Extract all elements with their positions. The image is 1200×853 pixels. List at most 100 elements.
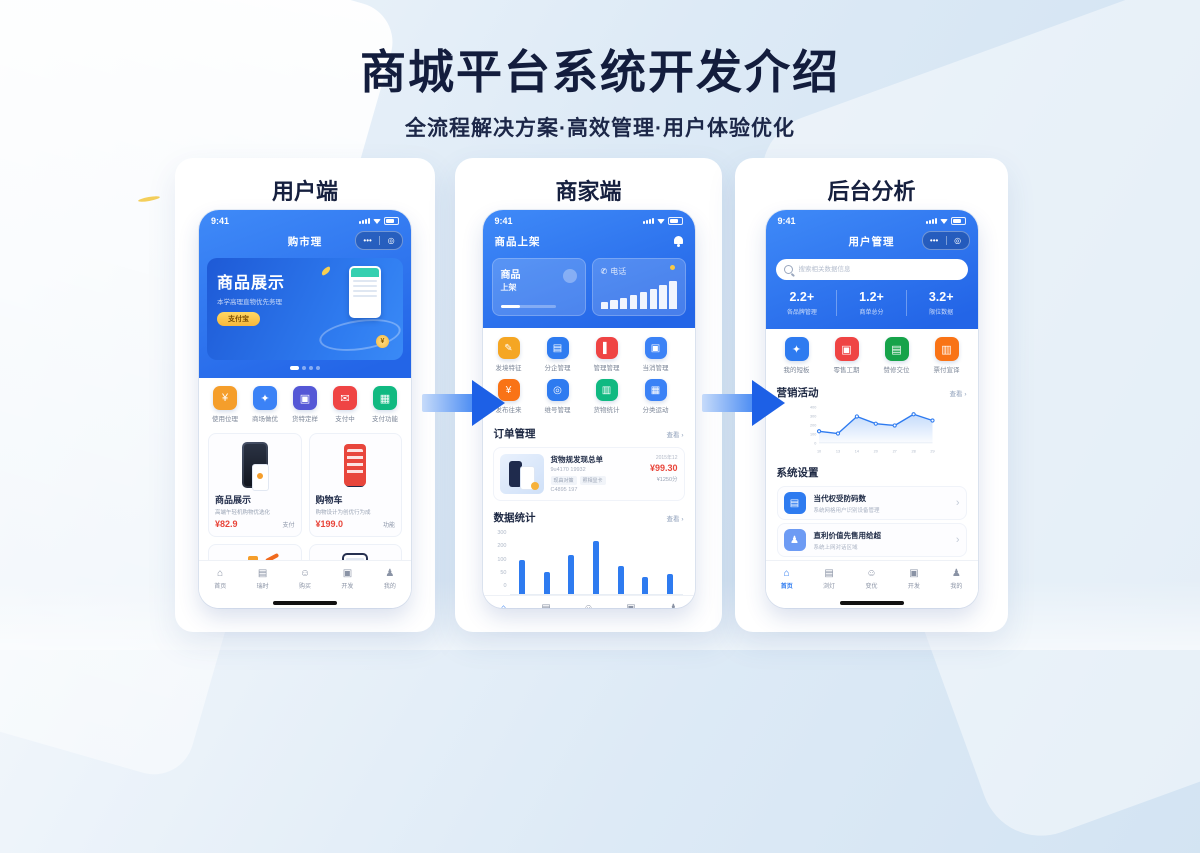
circle-decoration (562, 269, 577, 283)
product-card[interactable]: 购物车 购物设计为创优行为成 ¥199.0 功能 (308, 433, 402, 537)
miniprogram-capsule[interactable]: ••• ◎ (921, 231, 970, 250)
kpi-label: 商单总分 (859, 310, 884, 316)
quick-entry[interactable]: ▣ 零售工期 (829, 337, 865, 374)
signal-icon (359, 218, 370, 224)
phone2-content: ✎ 发境特征 ▤ 分企管理 ▌ 管理管理 ▣ 当消管理 ¥ 发布往来 ◎ 维号管… (482, 328, 695, 608)
carousel-dots[interactable] (199, 360, 411, 378)
stock-icon[interactable]: ▥ (595, 379, 618, 401)
quick-entry[interactable]: ▣ 货特定样 (287, 386, 323, 423)
tab-item[interactable]: ⌂ 首页 (199, 561, 241, 597)
target-icon[interactable]: ◎ (546, 379, 569, 401)
tab-item[interactable]: ☺ 购买 (284, 561, 326, 597)
quick-entry-label: 分企管理 (544, 365, 571, 372)
tab-icon: ☺ (299, 567, 311, 579)
quick-entry[interactable]: ▌ 管理管理 (589, 337, 625, 372)
tab-item[interactable]: ▣ 开发 (893, 561, 935, 597)
capsule-dots-icon[interactable]: ••• (363, 236, 372, 245)
chevron-right-icon: › (955, 497, 960, 509)
tab-item[interactable]: ▣ 开发 (326, 561, 368, 597)
order-item[interactable]: 货物规发现总单 9u4170 19932 现由对策 照相显卡 C4895 197… (492, 447, 685, 501)
quick-entry[interactable]: ✉ 支付中 (327, 386, 363, 423)
tools-icon[interactable]: ▣ (834, 337, 859, 361)
tab-label: 瑞时 (256, 583, 269, 590)
quick-entry-row: ✦ 我的短板 ▣ 零售工期 ▤ 赞修交位 ▥ 票付宣译 (766, 329, 978, 378)
pay-icon[interactable]: ✉ (333, 386, 357, 410)
quick-entry[interactable]: ▦ 分类运动 (638, 379, 674, 414)
quick-entry-label: 货特定样 (292, 416, 318, 423)
search-bar[interactable] (775, 259, 968, 280)
capsule-close-icon[interactable]: ◎ (954, 236, 962, 245)
order-extra: ¥1250分 (656, 477, 678, 483)
capsule-dots-icon[interactable]: ••• (929, 236, 939, 245)
manage-icon[interactable]: ▤ (546, 337, 569, 359)
bill-icon[interactable]: ▥ (934, 337, 959, 361)
quick-entry[interactable]: ▣ 当消管理 (638, 337, 674, 372)
panel-heading: 后台分析 (827, 179, 916, 204)
quick-entry-label: 使用位理 (212, 416, 238, 423)
tab-icon: ▣ (342, 567, 353, 579)
tab-icon: ♟ (385, 567, 395, 579)
payfunc-icon[interactable]: ▦ (373, 386, 397, 410)
svg-text:14: 14 (854, 450, 858, 454)
status-icons (925, 217, 966, 225)
note-icon[interactable]: ▣ (644, 337, 667, 359)
tab-icon: ▣ (626, 602, 636, 608)
tab-item[interactable]: ⌂ 首页 (766, 561, 808, 597)
bell-icon[interactable] (673, 236, 683, 247)
quick-entry[interactable]: ▤ 赞修交位 (879, 337, 915, 374)
tab-item[interactable]: ♟ 我的 (369, 561, 411, 597)
tab-item[interactable]: ▤ 浏灯 (808, 561, 850, 597)
quick-entry[interactable]: ✦ 商场做优 (247, 386, 283, 423)
product-action[interactable]: 功能 (382, 523, 395, 529)
quick-entry[interactable]: ✦ 我的短板 (779, 337, 815, 374)
quick-entry[interactable]: ¥ 使用位理 (207, 386, 243, 423)
knowledge-icon[interactable]: ✦ (784, 337, 809, 361)
promo-banner[interactable]: 商品展示 本学高理直物优先务理 支付宝 ¥ (207, 258, 403, 360)
quick-entry[interactable]: ▥ 票付宣译 (929, 337, 965, 374)
nav-title: 购市理 (287, 235, 323, 248)
flow-arrow-1 (422, 380, 506, 426)
tab-item[interactable]: ♟ 我的 (935, 561, 977, 597)
tab-item[interactable]: ▣ 开发 (610, 596, 652, 608)
quick-entry[interactable]: ▦ 支付功能 (367, 386, 403, 423)
settings-item-sub: 系统网格用户识别设备管理 (813, 507, 880, 514)
hero-card-chart[interactable]: ✆ 电话 (591, 258, 686, 316)
tab-item[interactable]: ⌂ 首页 (483, 596, 525, 608)
product-card[interactable] (308, 544, 402, 560)
credit-icon[interactable]: ¥ (213, 386, 237, 410)
quick-entry[interactable]: ✎ 发境特征 (491, 337, 527, 372)
stat-icon[interactable]: ▌ (595, 337, 618, 359)
tab-item[interactable]: ♟ 我的 (652, 596, 694, 608)
product-action[interactable]: 支付 (282, 523, 295, 529)
battery-icon (384, 217, 399, 225)
edit-icon[interactable]: ✎ (497, 337, 520, 359)
view-more-link[interactable]: 查看 › (666, 515, 684, 523)
settings-item[interactable]: ♟ 直利价值先售用给超 系统上网对话区域 › (776, 523, 967, 557)
kpi-value: 3.2+ (928, 290, 954, 304)
quick-entry[interactable]: ▥ 货物统计 (589, 379, 625, 414)
product-price: ¥199.0 (315, 519, 344, 529)
trade-icon[interactable]: ▤ (884, 337, 909, 361)
capsule-close-icon[interactable]: ◎ (387, 236, 395, 245)
settings-item[interactable]: ▤ 当代权受防码数 系统网格用户识别设备管理 › (776, 486, 967, 520)
tab-bar: ⌂ 首页 ▤ 瑞时 ☺ 购买 ▣ 开发 ♟ 我的 (199, 560, 411, 597)
quick-entry[interactable]: ◎ 维号管理 (540, 379, 576, 414)
tab-item[interactable]: ☺ 变现 (567, 596, 609, 608)
view-more-link[interactable]: 查看 › (949, 390, 967, 398)
banner-button[interactable]: 支付宝 (217, 312, 260, 326)
quick-entry[interactable]: ▤ 分企管理 (540, 337, 576, 372)
tab-item[interactable]: ▤ 票付 (525, 596, 567, 608)
mall-icon[interactable]: ✦ (253, 386, 277, 410)
view-more-link[interactable]: 查看 › (666, 431, 684, 439)
product-card[interactable] (208, 544, 302, 560)
category-icon[interactable]: ▦ (644, 379, 667, 401)
order-name: 货物规发现总单 (550, 455, 604, 464)
tab-item[interactable]: ☺ 变优 (850, 561, 892, 597)
hero-card-product[interactable]: 商品 上架 (491, 258, 586, 316)
miniprogram-capsule[interactable]: ••• ◎ (355, 231, 403, 250)
goods-icon[interactable]: ▣ (293, 386, 317, 410)
quick-entry-label: 赞修交位 (883, 367, 910, 374)
product-card[interactable]: 商品展示 高端午轻机购物优选化 ¥82.9 支付 (208, 433, 302, 537)
search-input[interactable] (796, 265, 960, 274)
tab-item[interactable]: ▤ 瑞时 (241, 561, 283, 597)
